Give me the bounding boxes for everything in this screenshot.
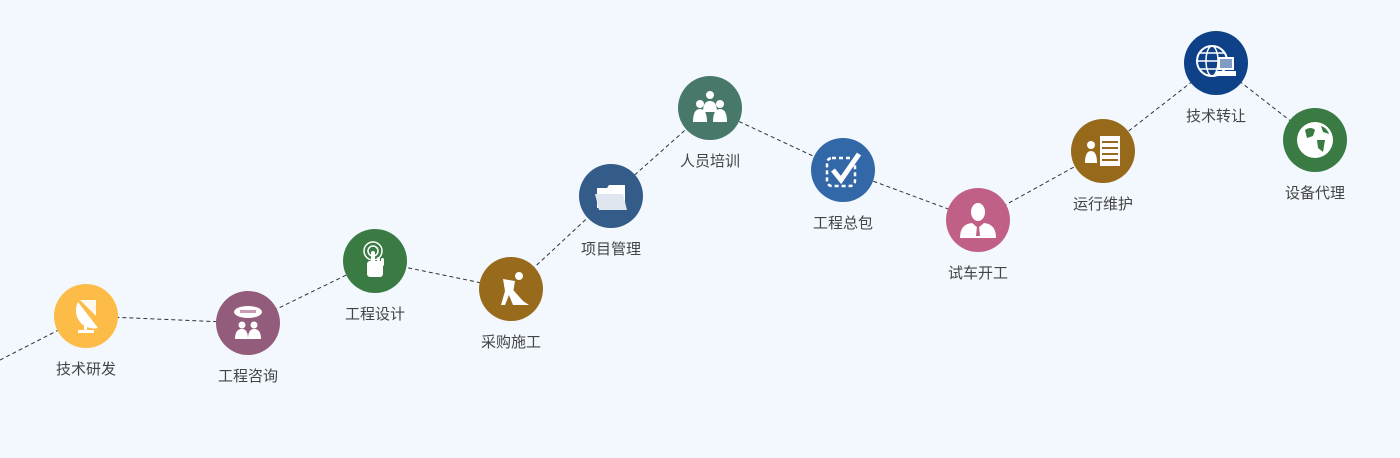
- step-label[interactable]: 工程设计: [344, 305, 405, 323]
- step-label[interactable]: 工程咨询: [217, 367, 278, 385]
- checkbox-check-icon: [825, 152, 862, 188]
- step-label[interactable]: 试车开工: [947, 264, 1008, 282]
- step-4-button[interactable]: [479, 257, 543, 321]
- step-label[interactable]: 人员培训: [679, 152, 740, 170]
- step-11-button[interactable]: [1283, 108, 1347, 172]
- businessman-icon: [960, 203, 996, 238]
- step-1-button[interactable]: [54, 284, 118, 348]
- group-people-icon: [693, 91, 727, 122]
- step-8-button[interactable]: [946, 188, 1010, 252]
- step-label[interactable]: 采购施工: [480, 333, 541, 351]
- step-10-button[interactable]: [1184, 31, 1248, 95]
- step-label[interactable]: 技术研发: [55, 360, 116, 378]
- step-label[interactable]: 技术转让: [1185, 107, 1246, 125]
- step-2-button[interactable]: [216, 291, 280, 355]
- step-7-button[interactable]: [811, 138, 875, 202]
- earth-icon: [1297, 122, 1333, 158]
- step-label[interactable]: 项目管理: [580, 240, 641, 258]
- step-5-button[interactable]: [579, 164, 643, 228]
- step-label[interactable]: 运行维护: [1072, 195, 1133, 213]
- touch-hand-icon: [363, 241, 384, 277]
- step-label[interactable]: 设备代理: [1284, 184, 1345, 202]
- step-9-button[interactable]: [1071, 119, 1135, 183]
- step-3-button[interactable]: [343, 229, 407, 293]
- satellite-dish-icon: [75, 300, 98, 333]
- folder-icon: [595, 185, 627, 210]
- step-6-button[interactable]: [678, 76, 742, 140]
- globe-computer-icon: [1196, 45, 1236, 77]
- step-label[interactable]: 工程总包: [812, 214, 873, 232]
- consulting-people-icon: [234, 306, 262, 339]
- construction-worker-icon: [501, 272, 529, 305]
- person-list-icon: [1085, 136, 1120, 166]
